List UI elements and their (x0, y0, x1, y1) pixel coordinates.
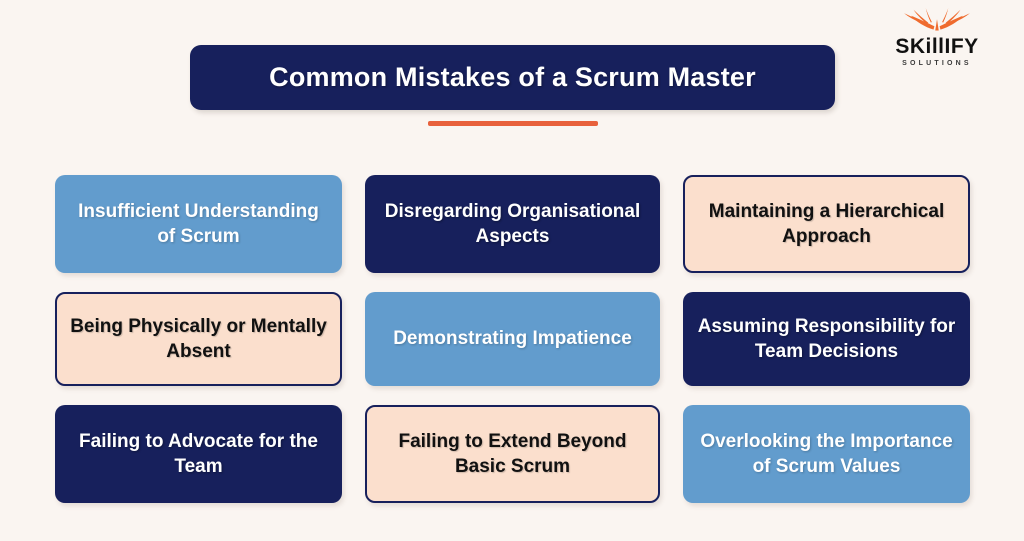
brand-logo: SKillIFY SOLUTIONS (872, 8, 1002, 67)
mistake-card-2[interactable]: Disregarding Organisational Aspects (365, 175, 660, 273)
mistake-card-1[interactable]: Insufficient Understanding of Scrum (55, 175, 342, 273)
page-title-banner: Common Mistakes of a Scrum Master (190, 45, 835, 110)
mistake-card-label: Assuming Responsibility for Team Decisio… (697, 315, 956, 362)
mistake-card-9[interactable]: Overlooking the Importance of Scrum Valu… (683, 405, 970, 503)
mistake-card-3[interactable]: Maintaining a Hierarchical Approach (683, 175, 970, 273)
mistake-card-label: Overlooking the Importance of Scrum Valu… (700, 430, 953, 477)
brand-tagline: SOLUTIONS (902, 60, 972, 67)
mistake-card-label: Disregarding Organisational Aspects (384, 200, 641, 247)
mistake-card-label: Failing to Extend Beyond Basic Scrum (398, 430, 627, 477)
mistake-card-8[interactable]: Failing to Extend Beyond Basic Scrum (365, 405, 660, 503)
mistake-card-label: Maintaining a Hierarchical Approach (708, 200, 945, 247)
mistake-card-4[interactable]: Being Physically or Mentally Absent (55, 292, 342, 386)
mistake-card-7[interactable]: Failing to Advocate for the Team (55, 405, 342, 503)
brand-name: SKillIFY (895, 35, 979, 58)
mistake-card-label: Insufficient Understanding of Scrum (78, 200, 319, 247)
mistake-card-label: Demonstrating Impatience (393, 328, 632, 350)
mistake-card-label: Being Physically or Mentally Absent (70, 315, 327, 362)
open-book-burst-icon (904, 8, 970, 31)
mistakes-card-grid: Insufficient Understanding of Scrum Disr… (55, 175, 970, 503)
title-underline-accent (428, 121, 598, 126)
page-title: Common Mistakes of a Scrum Master (269, 62, 756, 92)
mistake-card-label: Failing to Advocate for the Team (79, 430, 318, 477)
mistake-card-6[interactable]: Assuming Responsibility for Team Decisio… (683, 292, 970, 386)
mistake-card-5[interactable]: Demonstrating Impatience (365, 292, 660, 386)
